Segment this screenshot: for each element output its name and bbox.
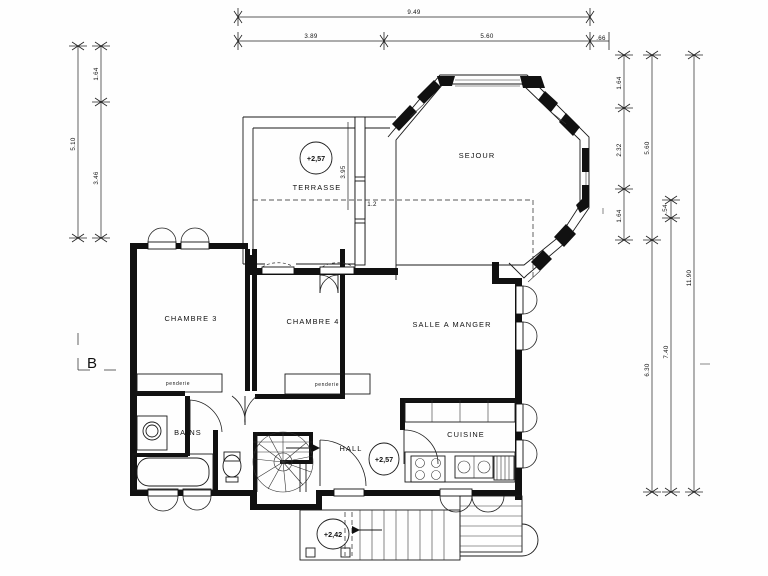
top-dimension-chain: 9.49 3.89 5.60 .66	[233, 8, 610, 50]
dim-left-upper: 1.64	[93, 67, 100, 81]
room-label-salle-a-manger: SALLE A MANGER	[412, 320, 491, 329]
dim-right-a-lower: 1.64	[616, 209, 623, 223]
dim-right-b-lower: 6.30	[644, 363, 651, 377]
spiral-staircase	[252, 431, 320, 493]
wc-fixture	[222, 451, 242, 483]
room-label-chambre3: CHAMBRE 3	[164, 314, 217, 323]
terrasse-interior-dimension: 3.95 1.2	[340, 122, 377, 210]
svg-text:+2,42: +2,42	[324, 530, 342, 539]
dim-right-a-middle: 2.32	[616, 143, 623, 157]
svg-text:+2,57: +2,57	[375, 455, 393, 464]
dim-right-c-lower: 7.40	[663, 345, 670, 359]
room-label-bains: BAINS	[174, 428, 202, 437]
dim-right-b-upper: 5.60	[644, 141, 651, 155]
ceiling-dashed-line	[253, 199, 534, 278]
elevation-marker-entry: +2,42	[316, 518, 350, 550]
room-label-sejour: SEJOUR	[459, 151, 496, 160]
sejour-walls	[387, 74, 590, 283]
door-swings	[189, 274, 439, 487]
windows	[147, 241, 524, 497]
terrasse-structure	[242, 116, 396, 270]
main-house-walls	[130, 243, 522, 510]
right-dimension-chain: 1.64 2.32 1.64 5.60 6.30 .54 7.40	[615, 50, 703, 497]
dim-right-segment: 5.60	[480, 33, 494, 40]
stair-direction-arrow	[286, 444, 320, 452]
dim-left-overall: 5.10	[70, 137, 77, 151]
room-label-hall: HALL	[340, 444, 363, 453]
dim-terrasse-small: 1.2	[367, 201, 377, 208]
section-label-b: B	[87, 355, 97, 372]
margin-ticks	[602, 208, 710, 365]
dim-left-lower: 3.46	[93, 171, 100, 185]
entry-stairs	[299, 495, 539, 561]
section-marker-b: B	[77, 333, 116, 372]
kitchen-fixtures	[404, 399, 516, 483]
penderie-label-chambre4: penderie	[315, 382, 339, 388]
dim-right-a-upper: 1.64	[616, 76, 623, 90]
dim-right-c-small: .54	[662, 204, 669, 214]
room-label-cuisine: CUISINE	[447, 430, 485, 439]
entry-direction-arrow	[352, 526, 382, 534]
elevation-marker-hall: +2,57	[368, 442, 400, 476]
room-label-terrasse: TERRASSE	[293, 183, 342, 192]
svg-text:+2,57: +2,57	[307, 154, 325, 163]
dim-right-overall: 11.90	[686, 269, 693, 286]
room-label-chambre4: CHAMBRE 4	[286, 317, 339, 326]
shutter-arcs	[147, 227, 538, 513]
elevation-marker-terrasse: +2,57	[299, 141, 333, 175]
closets: penderie penderie	[136, 373, 371, 395]
interior-partitions	[130, 249, 515, 492]
dim-edge-segment: .66	[596, 35, 606, 42]
left-dimension-chain: 5.10 1.64 3.46	[69, 41, 110, 243]
dim-terrasse-depth: 3.95	[340, 165, 347, 179]
dim-left-segment: 3.89	[304, 33, 318, 40]
dim-overall-width: 9.49	[407, 9, 421, 16]
penderie-label-chambre3: penderie	[166, 381, 190, 387]
bathroom-fixtures	[132, 415, 242, 491]
